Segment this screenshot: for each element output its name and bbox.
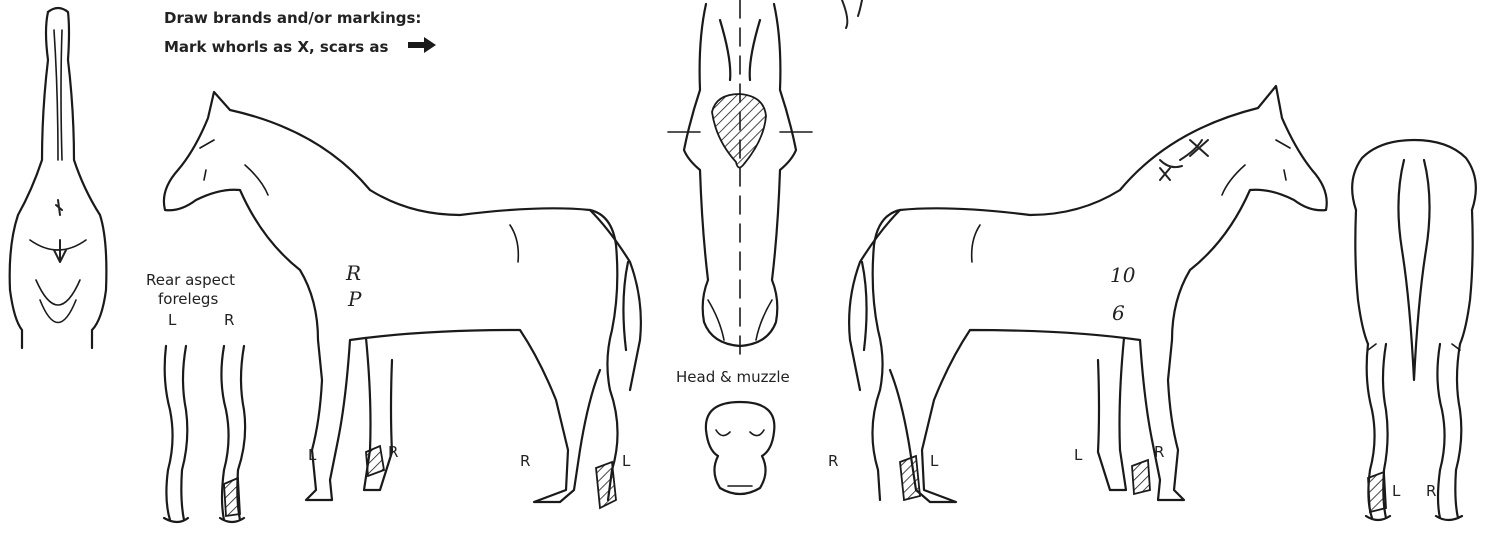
left-horse-hind-right-label: R xyxy=(520,452,530,470)
head-caption: Head & muzzle xyxy=(676,368,790,386)
left-horse-fore-right-label: R xyxy=(388,443,398,461)
left-horse-fore-right-marking xyxy=(366,446,384,476)
muzzle-view xyxy=(706,402,774,494)
right-horse-hind-right-label: R xyxy=(828,452,838,470)
rear-aspect-right-label: R xyxy=(224,311,234,329)
scar-arrow-icon xyxy=(408,37,436,53)
rear-aspect-title-2: forelegs xyxy=(158,290,218,308)
head-star-marking xyxy=(712,94,766,168)
instructions-line-1: Draw brands and/or markings: xyxy=(164,9,421,27)
right-horse-fore-right-marking xyxy=(1132,460,1150,494)
left-side-horse: L R R L R P xyxy=(164,92,641,508)
rear-view-left-label: L xyxy=(1392,482,1401,500)
left-horse-hind-left-label: L xyxy=(622,452,631,470)
head-front-view: Head & muzzle xyxy=(668,0,862,386)
instructions-line-2: Mark whorls as X, scars as xyxy=(164,38,389,56)
left-horse-handwriting-2: P xyxy=(347,287,362,311)
right-horse-handwriting-1: 10 xyxy=(1110,263,1136,287)
rear-view-right-label: R xyxy=(1426,482,1436,500)
rear-view-left-marking xyxy=(1368,472,1386,512)
rear-view-horse: L R xyxy=(1352,140,1476,520)
left-horse-handwriting-1: R xyxy=(345,261,361,285)
rear-aspect-left-label: L xyxy=(168,311,177,329)
right-horse-hind-left-marking xyxy=(900,456,920,500)
top-view-horse xyxy=(10,8,107,348)
right-horse-hind-left-label: L xyxy=(930,452,939,470)
left-horse-fore-left-label: L xyxy=(308,446,317,464)
rear-aspect-forelegs: Rear aspect forelegs L R xyxy=(146,271,245,522)
instructions: Draw brands and/or markings: Mark whorls… xyxy=(164,9,436,56)
right-horse-handwriting-2: 6 xyxy=(1112,301,1125,325)
left-horse-hind-left-marking xyxy=(596,462,616,508)
rear-aspect-title-1: Rear aspect xyxy=(146,271,235,289)
right-horse-fore-right-label: R xyxy=(1154,443,1164,461)
right-foreleg-marking xyxy=(224,478,240,516)
right-horse-fore-left-label: L xyxy=(1074,446,1083,464)
right-side-horse: R L L R 10 6 xyxy=(828,86,1327,502)
